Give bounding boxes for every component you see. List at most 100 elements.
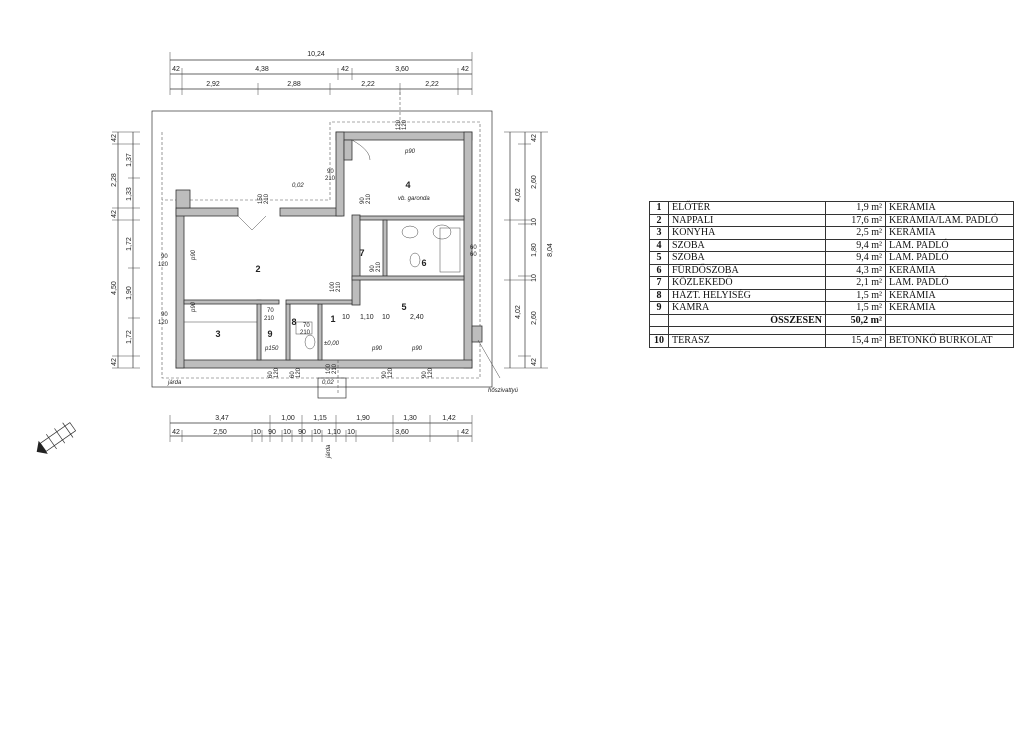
dim-label: 42 xyxy=(111,358,118,366)
opening-size: 90 xyxy=(382,371,388,378)
opening-size: 210 xyxy=(332,363,338,374)
room-finish: LAM. PADLÓ xyxy=(885,238,1014,252)
opening-size: 90 xyxy=(161,312,168,318)
opening-size: 210 xyxy=(300,330,311,336)
opening-size: 70 xyxy=(303,323,310,329)
room-area: 1,9 m² xyxy=(825,201,886,215)
table-row: 9 KAMRA 1,5 m² KERÁMIA xyxy=(649,301,1014,315)
dim-label: 2,40 xyxy=(410,314,424,321)
dim-label: 42 xyxy=(111,134,118,142)
dim-label: 2,88 xyxy=(287,81,301,88)
window-label: p90 xyxy=(411,346,423,352)
dim-label: 90 xyxy=(268,429,276,436)
opening-size: 90 xyxy=(370,265,376,272)
room-area: 9,4 m² xyxy=(825,238,886,252)
table-row: 2 NAPPALI 17,6 m² KERÁMIA/LAM. PADLÓ xyxy=(649,213,1014,227)
table-row: 4 SZOBA 9,4 m² LAM. PADLÓ xyxy=(649,238,1014,252)
room-name: HÁZT. HELYISÉG xyxy=(668,288,826,302)
dim-label: 10 xyxy=(347,429,355,436)
opening-size: 100 xyxy=(326,363,332,374)
table-spacer xyxy=(649,326,1014,335)
opening-size: 100 xyxy=(330,281,336,292)
dim-label: 10 xyxy=(531,218,538,226)
dim-label: 42 xyxy=(531,134,538,142)
room-area: 2,5 m² xyxy=(825,226,886,240)
table-row: 6 FÜRDŐSZOBA 4,3 m² KERÁMIA xyxy=(649,263,1014,277)
bathtub-icon xyxy=(439,227,461,273)
dim-label: 2,92 xyxy=(206,81,220,88)
room-finish: KERÁMIA xyxy=(885,226,1014,240)
room-number: 7 xyxy=(359,248,364,258)
dim-label: 3,60 xyxy=(395,66,409,73)
room-finish: KERÁMIA xyxy=(885,201,1014,215)
window-label: p90 xyxy=(191,301,197,313)
opening-size: 210 xyxy=(376,261,382,272)
room-area: 1,5 m² xyxy=(825,301,886,315)
table-row: 8 HÁZT. HELYISÉG 1,5 m² KERÁMIA xyxy=(649,288,1014,302)
opening-size: 120 xyxy=(274,367,280,378)
plan-annotations: járda járda hőszivattyú vb. garonda 0,02… xyxy=(167,149,519,459)
dim-label: 10 xyxy=(253,429,261,436)
room-name: SZOBA xyxy=(668,238,826,252)
room-name: FÜRDŐSZOBA xyxy=(668,263,826,277)
dim-label: 42 xyxy=(461,429,469,436)
sink-icon xyxy=(401,225,419,239)
room-area: 9,4 m² xyxy=(825,251,886,265)
north-arrow-icon xyxy=(36,422,77,454)
opening-size: 120 xyxy=(396,119,402,130)
dim-label: 42 xyxy=(461,66,469,73)
room-area: 15,4 m² xyxy=(825,334,886,348)
opening-size: 90 xyxy=(327,169,334,175)
dim-label: 2,22 xyxy=(361,81,375,88)
room-number: 1 xyxy=(330,314,335,324)
dim-label: 3,47 xyxy=(215,415,229,422)
washer-icon xyxy=(295,321,313,335)
window-label: p90 xyxy=(191,249,197,261)
dim-label: 90 xyxy=(298,429,306,436)
dim-label: 1,10 xyxy=(327,429,341,436)
room-area: 2,1 m² xyxy=(825,276,886,290)
dim-label: 42 xyxy=(111,210,118,218)
room-num: 4 xyxy=(649,238,669,252)
level-mark: 0,02 xyxy=(322,380,334,386)
dim-label: 1,00 xyxy=(281,415,295,422)
toilet-icon xyxy=(409,252,421,268)
room-number: 5 xyxy=(401,302,406,312)
opening-labels: 90 210 150 210 90 210 90 210 90 120 90 1… xyxy=(158,119,477,378)
table-row: 10 TERASZ 15,4 m² BETONKŐ BURKOLAT xyxy=(649,334,1014,348)
room-finish: KERÁMIA xyxy=(885,301,1014,315)
dim-label: 1,72 xyxy=(126,330,133,344)
toilet-icon xyxy=(304,334,316,350)
opening-size: 90 xyxy=(161,254,168,260)
right-dimension-chain: 42 2,60 4,02 10 1,80 10 4,02 2,60 42 8,0… xyxy=(504,131,554,369)
beam-label: vb. garonda xyxy=(398,196,430,202)
total-area: 50,2 m² xyxy=(825,313,886,327)
room-num: 7 xyxy=(649,276,669,290)
room-area: 4,3 m² xyxy=(825,263,886,277)
fixtures xyxy=(36,92,501,454)
dim-label: 2,28 xyxy=(111,173,118,187)
room-finish: KERÁMIA/LAM. PADLÓ xyxy=(885,213,1014,227)
room-number: 8 xyxy=(291,317,296,327)
dim-label: 1,42 xyxy=(442,415,456,422)
dim-label: 1,90 xyxy=(356,415,370,422)
opening-size: 60 xyxy=(470,245,477,251)
room-name: SZOBA xyxy=(668,251,826,265)
dim-label: 4,02 xyxy=(515,305,522,319)
opening-size: 60 xyxy=(268,371,274,378)
opening-size: 210 xyxy=(366,193,372,204)
dim-label: 42 xyxy=(172,429,180,436)
site-outline xyxy=(151,110,493,399)
opening-size: 70 xyxy=(267,308,274,314)
left-dimension-chain: 42 1,37 2,28 1,33 42 1,72 4,50 1,90 1,72… xyxy=(111,131,140,369)
table-row: 3 KONYHA 2,5 m² KERÁMIA xyxy=(649,226,1014,240)
room-num: 5 xyxy=(649,251,669,265)
room-name: KONYHA xyxy=(668,226,826,240)
opening-size: 120 xyxy=(402,119,408,130)
opening-size: 150 xyxy=(258,193,264,204)
opening-size: 120 xyxy=(428,367,434,378)
room-finish: KERÁMIA xyxy=(885,263,1014,277)
table-row: 7 KÖZLEKEDŐ 2,1 m² LAM. PADLÓ xyxy=(649,276,1014,290)
table-row: 1 ELŐTÉR 1,9 m² KERÁMIA xyxy=(649,201,1014,215)
dim-label: 1,72 xyxy=(126,237,133,251)
